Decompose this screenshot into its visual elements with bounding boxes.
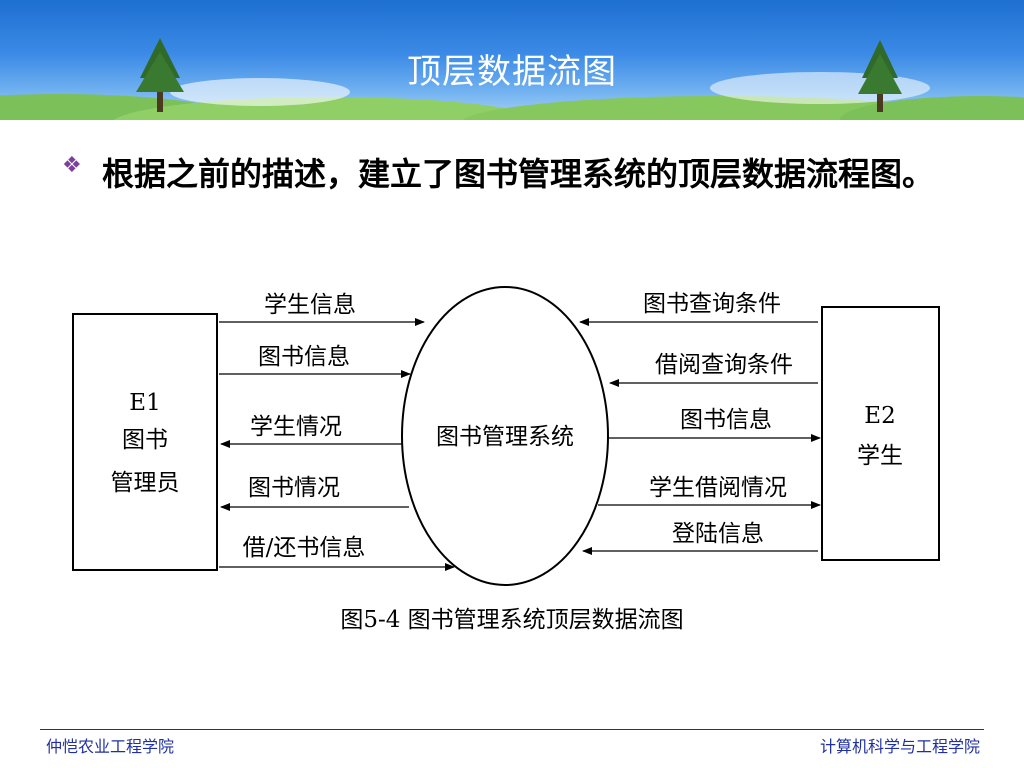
flow-label-right-3: 图书信息	[680, 407, 772, 433]
tree-icon	[136, 38, 184, 112]
footer-left-text: 仲恺农业工程学院	[46, 737, 175, 756]
entity-right-id: E2	[864, 403, 895, 429]
entity-left-line2: 管理员	[111, 470, 180, 496]
figure-caption: 图5-4 图书管理系统顶层数据流图	[340, 607, 684, 633]
diamond-bullet-icon: ❖	[62, 153, 82, 178]
flow-label-left-4: 图书情况	[248, 475, 340, 501]
flow-label-right-2: 借阅查询条件	[655, 352, 793, 378]
flow-label-right-1: 图书查询条件	[643, 291, 781, 317]
footer-right-text: 计算机科学与工程学院	[819, 737, 980, 756]
tree-icon	[858, 40, 902, 112]
flow-label-left-5: 借/还书信息	[243, 535, 366, 561]
entity-box-librarian	[72, 313, 218, 571]
flow-label-left-1: 学生信息	[264, 292, 356, 318]
banner-landscape	[0, 38, 1024, 120]
flow-label-right-5: 登陆信息	[672, 521, 764, 547]
bullet-text: 根据之前的描述，建立了图书管理系统的顶层数据流程图。	[102, 155, 935, 193]
flow-label-left-2: 图书信息	[258, 344, 350, 370]
entity-left-line1: 图书	[122, 427, 168, 453]
slide-title: 顶层数据流图	[407, 52, 617, 92]
entity-box-student	[821, 306, 940, 561]
entity-left-id: E1	[129, 390, 160, 416]
process-label: 图书管理系统	[436, 424, 574, 450]
entity-right-line1: 学生	[857, 443, 903, 469]
footer-divider	[40, 729, 984, 730]
header-banner: 顶层数据流图	[0, 0, 1024, 120]
flow-label-left-3: 学生情况	[250, 414, 342, 440]
process-ellipse	[401, 286, 609, 586]
flow-label-right-4: 学生借阅情况	[649, 475, 787, 501]
